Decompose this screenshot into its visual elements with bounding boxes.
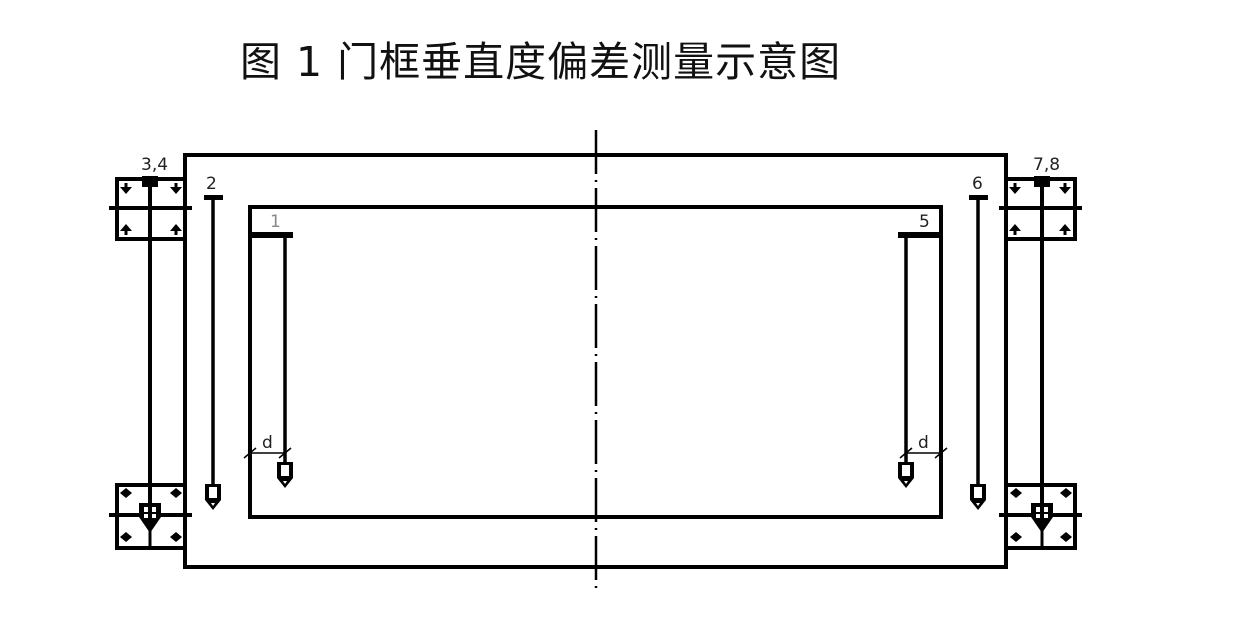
label-6: 6 <box>972 174 983 194</box>
plumb-line-6 <box>969 195 988 510</box>
plumb-line-3-4 <box>139 178 161 550</box>
left-deviation-dimension <box>243 447 292 459</box>
plumb-line-7-8 <box>1031 178 1053 550</box>
plumb-line-2 <box>204 195 223 510</box>
label-d-left: d <box>262 433 273 453</box>
plumb-line-5 <box>898 232 939 488</box>
label-5: 5 <box>919 212 930 232</box>
label-2: 2 <box>206 174 217 194</box>
label-3-4: 3,4 <box>141 155 168 175</box>
label-1: 1 <box>270 212 281 232</box>
right-deviation-dimension <box>899 447 948 459</box>
diagram-title: 图 1 门框垂直度偏差测量示意图 <box>240 38 842 86</box>
label-d-right: d <box>918 433 929 453</box>
plumb-line-1 <box>252 232 293 488</box>
label-7-8: 7,8 <box>1033 155 1060 175</box>
